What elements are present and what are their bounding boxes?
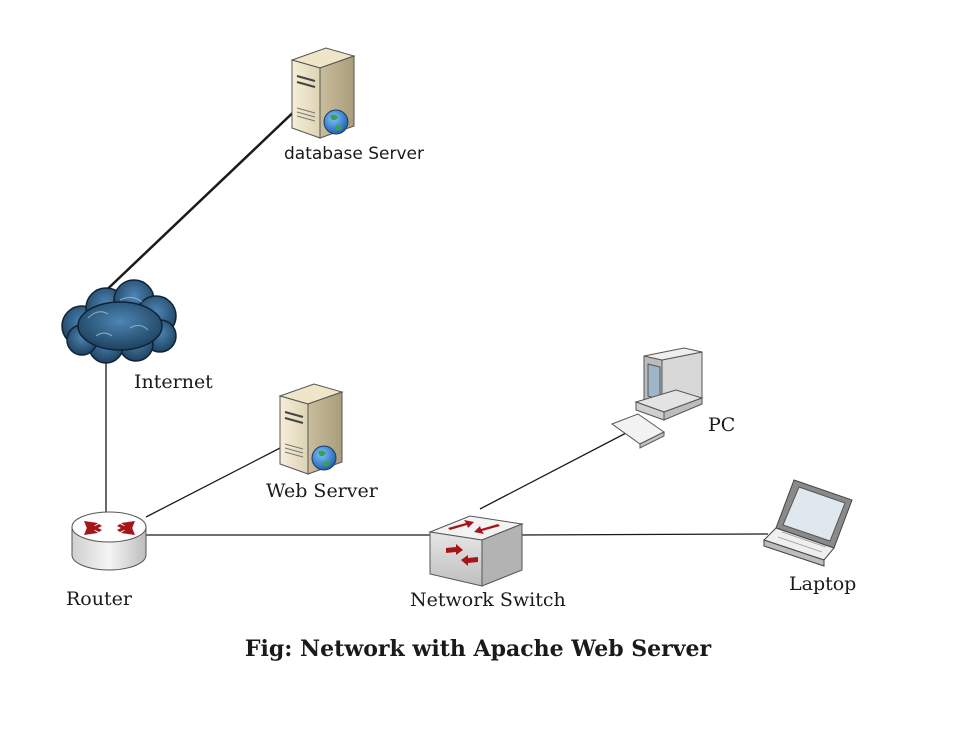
link-switch-pc <box>479 431 629 510</box>
web-server-icon <box>278 383 344 475</box>
switch-icon <box>428 515 524 587</box>
router-icon <box>71 511 147 571</box>
database-server-label: database Server <box>284 144 424 164</box>
connections <box>95 103 769 536</box>
link-router-webserver <box>145 445 285 518</box>
figure-caption: Fig: Network with Apache Web Server <box>244 636 712 662</box>
router-label: Router <box>66 588 132 610</box>
cloud-icon <box>61 279 177 364</box>
laptop-icon <box>763 479 853 567</box>
laptop-label: Laptop <box>789 573 857 595</box>
link-switch-laptop <box>519 533 769 536</box>
network-switch-label: Network Switch <box>410 589 566 611</box>
internet-label: Internet <box>134 371 213 393</box>
desktop-computer-icon <box>610 347 704 449</box>
web-server-label: Web Server <box>266 480 378 502</box>
link-internet-database <box>95 103 303 301</box>
database-server-icon <box>290 47 356 139</box>
pc-label: PC <box>708 414 736 436</box>
